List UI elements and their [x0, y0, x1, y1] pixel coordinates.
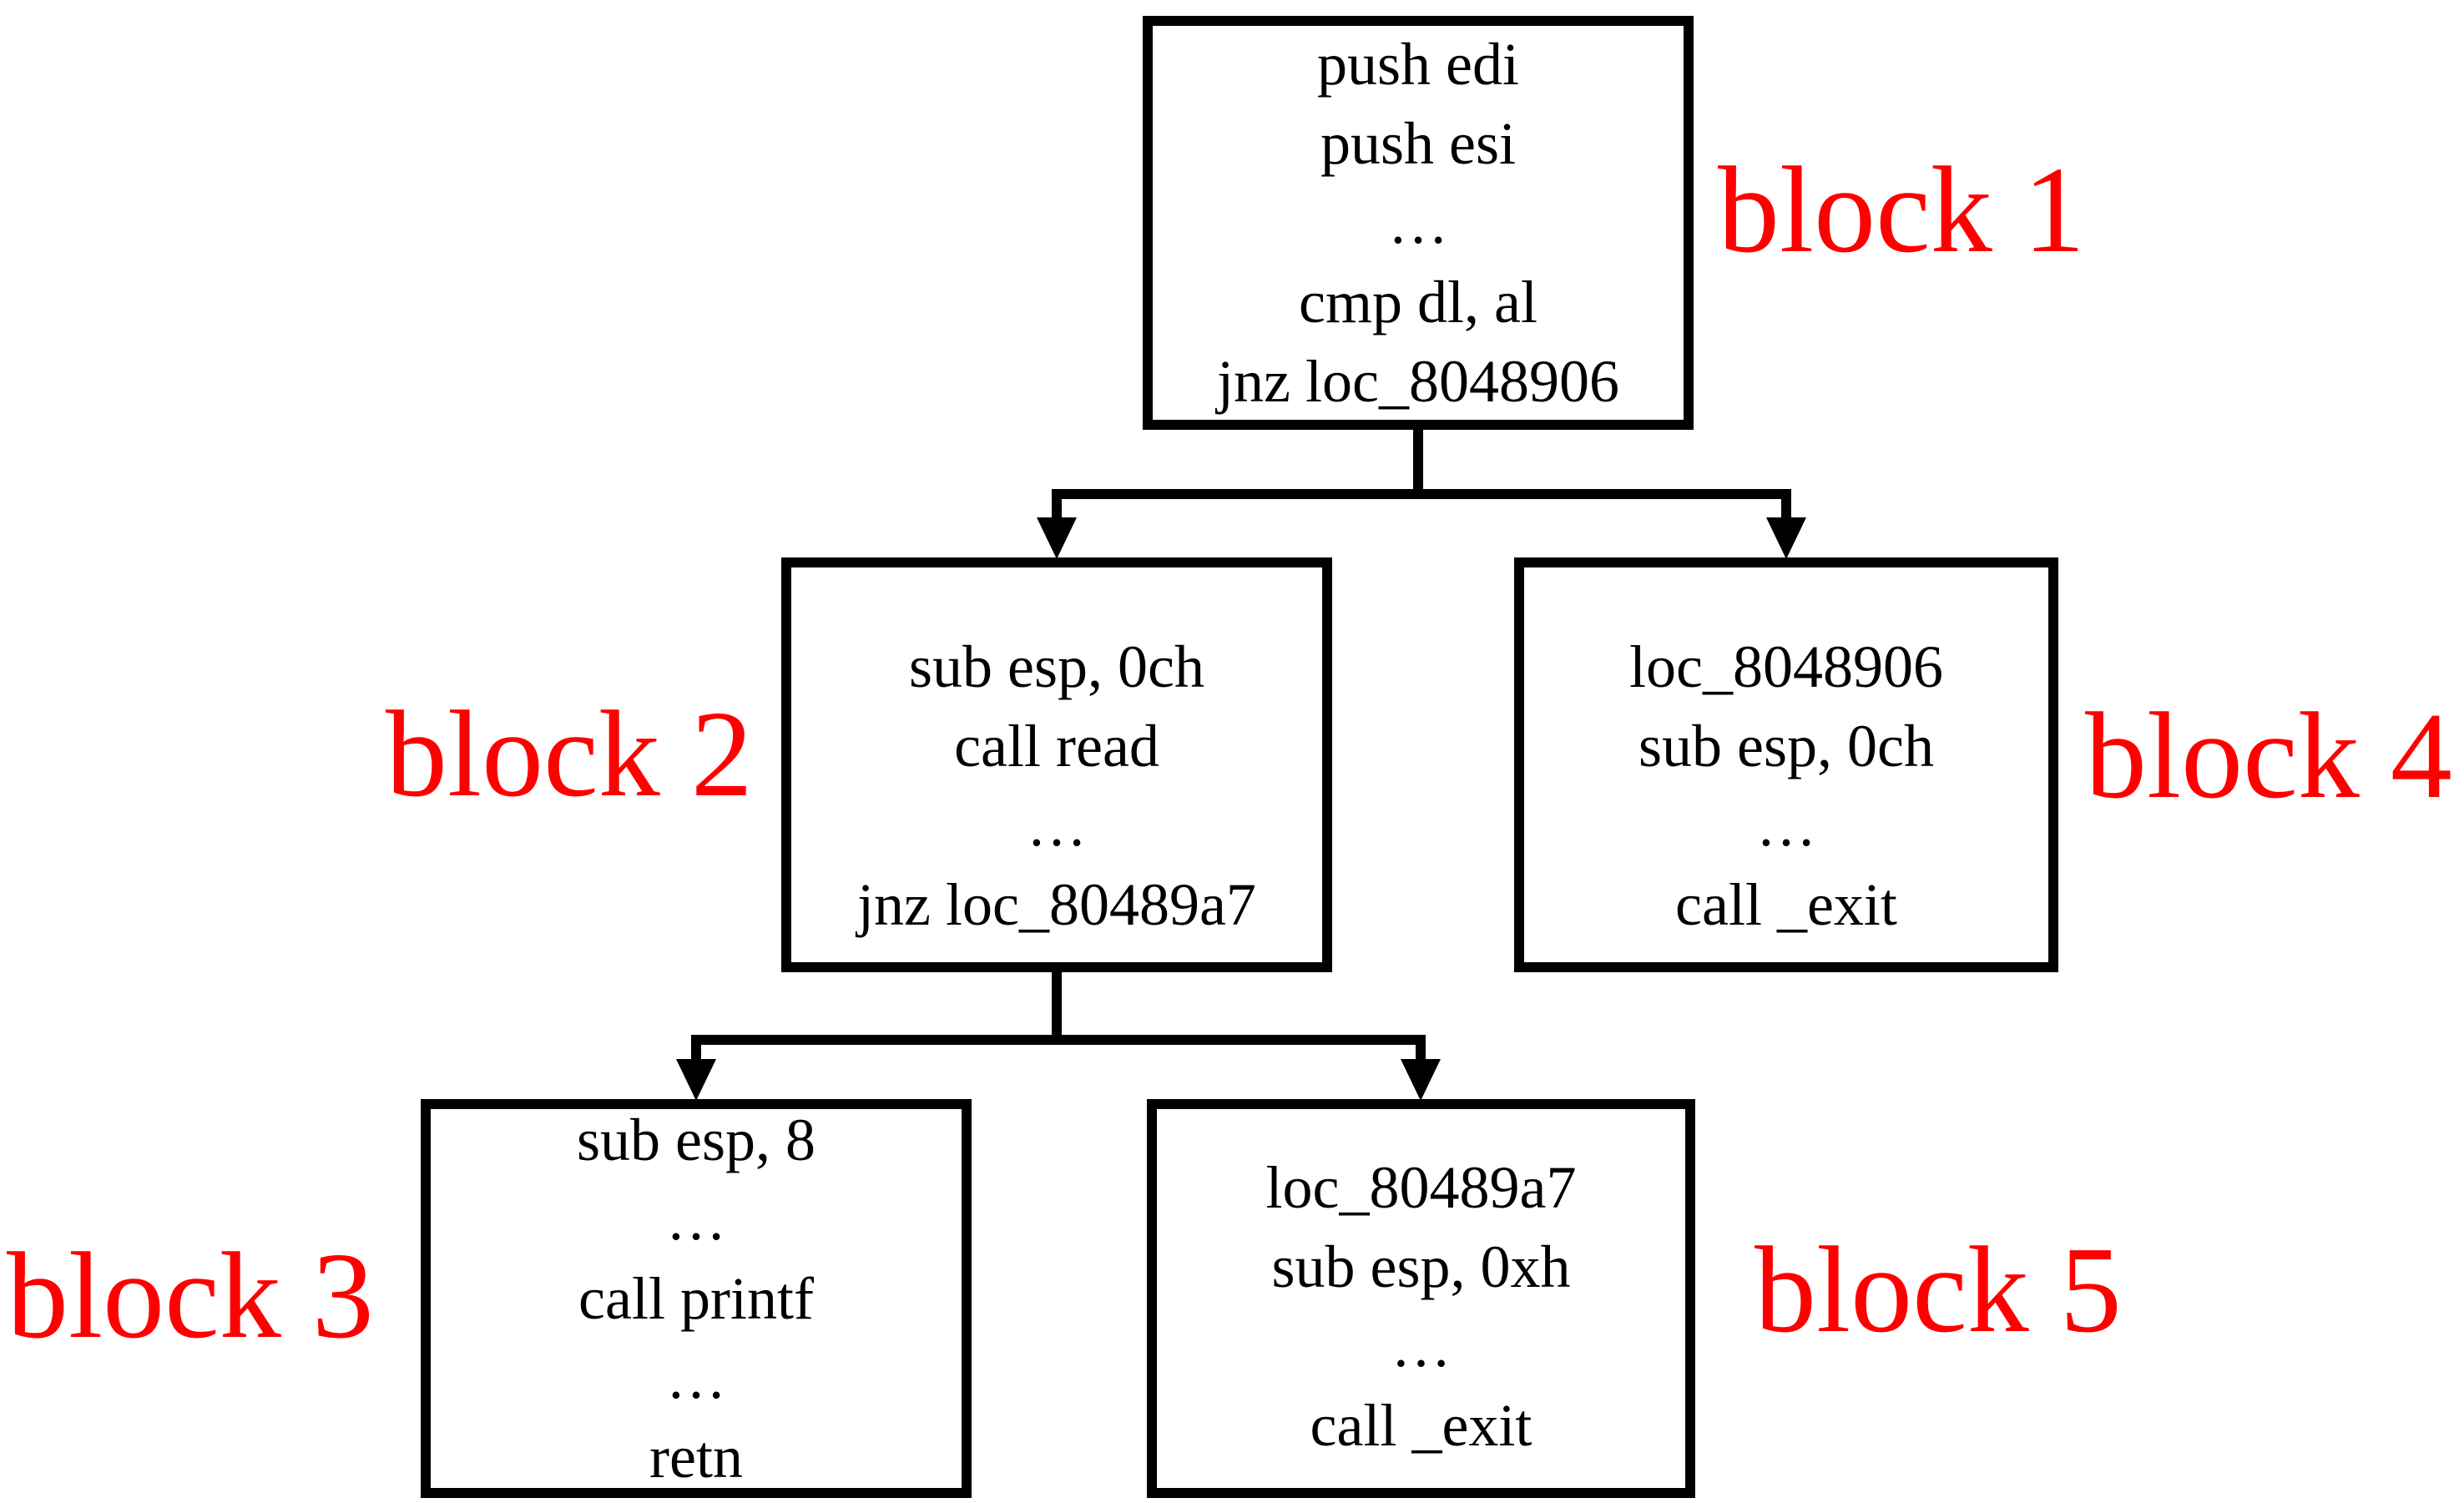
asm-line: retn	[649, 1423, 743, 1490]
asm-line: call _exit	[1310, 1392, 1532, 1459]
edge-b1-crossbar	[1052, 489, 1791, 499]
edge-b2-stem	[1052, 968, 1062, 1040]
asm-line: push esi	[1320, 109, 1516, 177]
basic-block-3: sub esp, 8 … call printf … retn	[421, 1099, 972, 1498]
block-label-4: block 4	[2085, 688, 2452, 825]
asm-line-ellipsis: …	[666, 1344, 726, 1411]
asm-line-ellipsis: …	[1027, 791, 1087, 859]
asm-line-ellipsis: …	[1388, 189, 1448, 256]
asm-line: sub esp, 0xh	[1271, 1233, 1571, 1300]
block-label-1: block 1	[1718, 142, 2085, 279]
basic-block-1: push edi push esi … cmp dl, al jnz loc_8…	[1143, 16, 1694, 430]
asm-line: call read	[954, 712, 1159, 779]
asm-line-ellipsis: …	[666, 1185, 726, 1253]
asm-line: sub esp, 0ch	[1638, 712, 1934, 779]
edge-b1-stem	[1413, 425, 1423, 494]
edge-b1-b4-drop	[1781, 489, 1791, 526]
edge-b2-b3-drop	[691, 1035, 701, 1065]
asm-line: jnz loc_8048906	[1217, 347, 1619, 415]
asm-line: jnz loc_80489a7	[857, 870, 1256, 938]
basic-block-4: loc_8048906 sub esp, 0ch … call _exit	[1514, 557, 2058, 972]
arrow-down-into-block2	[1037, 517, 1077, 559]
asm-line: call printf	[578, 1264, 814, 1332]
block-label-3: block 3	[7, 1228, 374, 1364]
asm-line: loc_8048906	[1629, 633, 1943, 700]
basic-block-2: sub esp, 0ch call read … jnz loc_80489a7	[781, 557, 1332, 972]
block-label-5: block 5	[1755, 1222, 2122, 1359]
asm-line: sub esp, 8	[577, 1106, 815, 1173]
basic-block-5: loc_80489a7 sub esp, 0xh … call _exit	[1147, 1099, 1695, 1498]
asm-line-ellipsis: …	[1391, 1313, 1452, 1379]
asm-line-ellipsis: …	[1756, 791, 1816, 859]
edge-b1-b2-drop	[1052, 489, 1062, 526]
arrow-down-into-block4	[1766, 517, 1806, 559]
block-label-2: block 2	[386, 686, 753, 823]
asm-line: call _exit	[1675, 870, 1897, 938]
arrow-down-into-block3	[676, 1059, 716, 1101]
asm-line: push edi	[1317, 30, 1519, 98]
arrow-down-into-block5	[1401, 1059, 1441, 1101]
asm-line: cmp dl, al	[1299, 268, 1537, 335]
edge-b2-crossbar	[691, 1035, 1426, 1045]
asm-line: loc_80489a7	[1265, 1154, 1577, 1221]
edge-b2-b5-drop	[1416, 1035, 1426, 1065]
asm-line: sub esp, 0ch	[909, 633, 1204, 700]
